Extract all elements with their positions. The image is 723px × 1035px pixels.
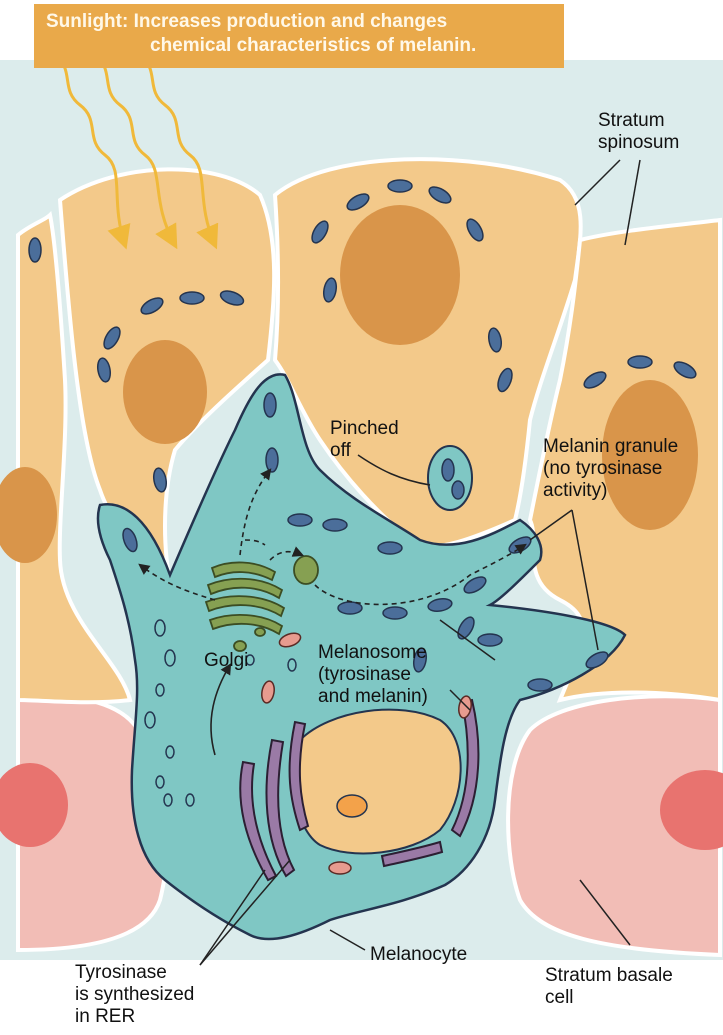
vesicle-granule: [442, 459, 454, 481]
label-tyrosinase: Tyrosinase is synthesized in RER: [75, 962, 194, 1028]
label-pinched-off: Pinched off: [330, 418, 399, 462]
melanocyte-nucleus: [293, 710, 461, 854]
banner-line-1: Sunlight: Increases production and chang…: [46, 11, 447, 32]
banner-line-2: chemical characteristics of melanin.: [46, 34, 564, 58]
keratinocyte-upper-left-nucleus: [123, 340, 207, 444]
keratinocyte-top-center-nucleus: [340, 205, 460, 345]
nucleolus: [337, 795, 367, 817]
label-stratum-basale: Stratum basale cell: [545, 965, 673, 1009]
label-stratum-spinosum: Stratum spinosum: [598, 110, 679, 154]
sunlight-banner: Sunlight: Increases production and chang…: [34, 4, 564, 68]
vesicle-granule: [452, 481, 464, 499]
label-golgi: Golgi: [204, 650, 248, 672]
label-melanin-granule: Melanin granule (no tyrosinase activity): [543, 436, 678, 502]
label-melanosome: Melanosome (tyrosinase and melanin): [318, 642, 428, 708]
label-melanocyte: Melanocyte: [370, 944, 467, 966]
